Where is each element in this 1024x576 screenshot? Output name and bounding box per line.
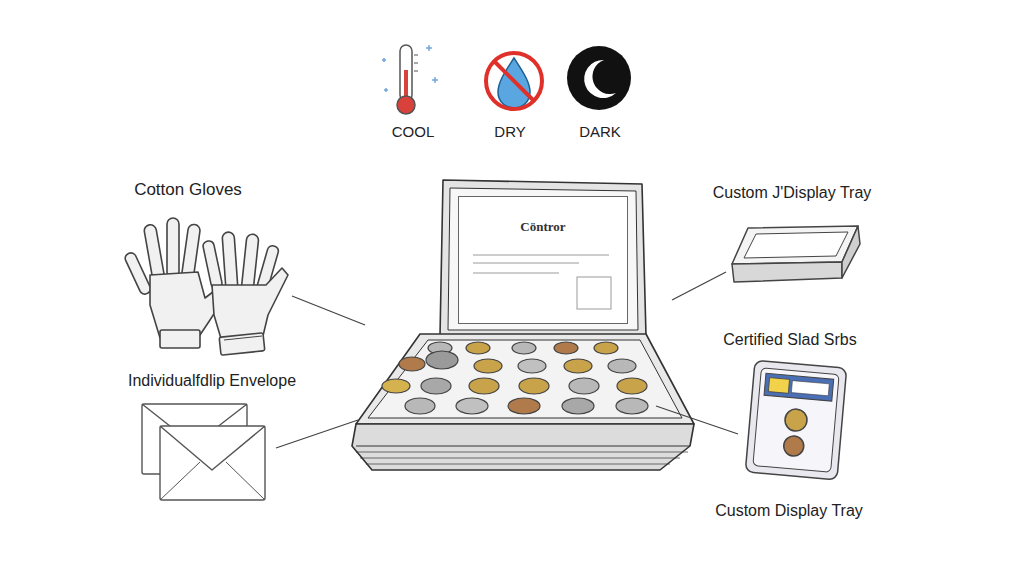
coin-case-illustration: [352, 180, 694, 470]
dry-icon: [486, 53, 542, 109]
slab-illustration: [745, 360, 846, 480]
item-label: Custom J'Display Tray: [713, 183, 872, 202]
tray-illustration: [732, 226, 860, 282]
condition-label: DARK: [579, 123, 621, 141]
leader-line: [656, 406, 738, 434]
condition-label: COOL: [392, 123, 435, 141]
item-label: Certified Slad Srbs: [723, 330, 856, 349]
item-label: Cotton Gloves: [134, 180, 242, 200]
coins: [382, 342, 648, 414]
thermometer-icon: [382, 45, 438, 114]
leader-line: [672, 272, 726, 300]
card-lines: [459, 197, 629, 325]
leader-line: [292, 296, 365, 325]
leader-line: [276, 420, 358, 448]
item-label: Individualfdlip Envelope: [128, 371, 296, 390]
lid-title: Cöntror: [459, 197, 627, 235]
gloves-illustration: [124, 218, 288, 355]
condition-label: DRY: [494, 123, 525, 141]
case-lid-card: Cöntror: [458, 196, 628, 324]
dark-icon: [567, 46, 631, 110]
envelope-illustration: [142, 404, 265, 500]
item-label: Custom Display Tray: [715, 501, 863, 520]
